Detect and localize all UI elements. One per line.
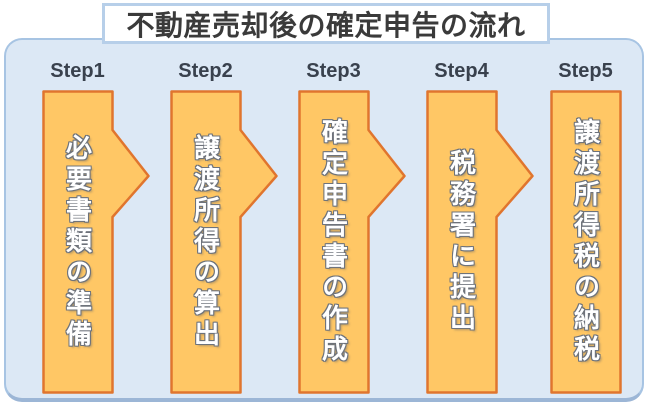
- step-label: Step2: [178, 60, 233, 82]
- arrow-shape-icon: [170, 90, 278, 394]
- step-label: Step4: [434, 60, 489, 82]
- step-column-3: Step3 確定申告書の作成: [298, 60, 406, 394]
- step-text: 必要書類の準備: [62, 133, 93, 351]
- step-label: Step3: [306, 60, 361, 82]
- step-label: Step5: [558, 60, 613, 82]
- arrow-shape-icon: [426, 90, 534, 394]
- title-box: 不動産売却後の確定申告の流れ: [102, 3, 550, 44]
- arrow-shape-icon: [42, 90, 150, 394]
- arrow-shape-icon: [298, 90, 406, 394]
- step-text: 譲渡所得の算出: [190, 133, 221, 351]
- step-column-4: Step4 税務署に提出: [426, 60, 534, 394]
- step-column-5: Step5 譲渡所得税の納税: [550, 60, 622, 394]
- step-column-2: Step2 譲渡所得の算出: [170, 60, 278, 394]
- step-text: 税務署に提出: [446, 149, 477, 335]
- step-text: 確定申告書の作成: [318, 118, 349, 366]
- step-label: Step1: [50, 60, 105, 82]
- page-title: 不動産売却後の確定申告の流れ: [126, 9, 526, 41]
- step-text: 譲渡所得税の納税: [570, 118, 601, 366]
- step-column-1: Step1 必要書類の準備: [42, 60, 150, 394]
- bar-shape: [550, 90, 622, 394]
